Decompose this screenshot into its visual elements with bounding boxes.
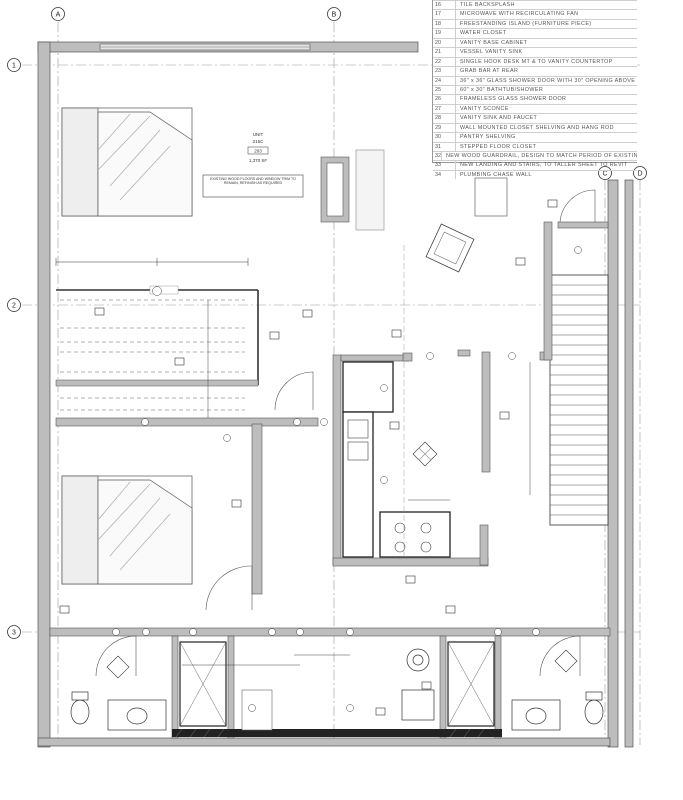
storage-box xyxy=(474,177,508,217)
dimension-lines xyxy=(182,300,531,666)
bed-south xyxy=(61,475,193,585)
closet-walls xyxy=(56,289,259,385)
grid-label-c: C xyxy=(602,171,607,178)
stair-door-swing xyxy=(559,189,596,223)
grid-label-a: A xyxy=(56,12,61,19)
room-name: UNIT xyxy=(253,132,264,137)
bath-door-swing-east xyxy=(539,635,581,677)
corridor-wall xyxy=(55,417,319,427)
closet-wall-lower xyxy=(55,379,259,387)
toilet-east xyxy=(584,691,604,725)
fixture-circle-tags xyxy=(112,246,582,712)
closet-dimension xyxy=(55,258,249,266)
grid-bubble-c xyxy=(598,166,612,180)
room-code: 215C xyxy=(253,139,265,144)
grid-bubble-b xyxy=(327,7,341,21)
shower-east xyxy=(447,641,495,727)
bath-door-swing-west xyxy=(95,635,137,677)
vanity-west xyxy=(107,699,167,731)
stair-landing-wall xyxy=(557,221,609,229)
cooktop xyxy=(394,522,432,553)
room-area: 1,370 SF xyxy=(249,158,268,163)
grid-bubble-d xyxy=(633,166,647,180)
shower-west xyxy=(179,641,227,727)
pantry-cabinet xyxy=(320,149,385,231)
closet-door-swing xyxy=(274,371,314,411)
armchair xyxy=(425,223,475,273)
vanity-east xyxy=(511,699,561,731)
bath-diamond-west xyxy=(106,655,130,679)
bedroom-wall xyxy=(251,423,263,595)
grid-label-3: 3 xyxy=(12,630,16,637)
toilet-west xyxy=(70,691,90,725)
stair-run xyxy=(549,274,609,526)
linen-cabinet xyxy=(241,689,273,731)
room-number: 203 xyxy=(254,149,262,154)
grid-label-2: 2 xyxy=(12,303,16,310)
stair-wall xyxy=(543,221,553,361)
plumbing-chase-hatch xyxy=(175,728,485,738)
bath-diamond-east xyxy=(554,649,578,673)
washer-dryer xyxy=(401,648,435,721)
grid-bubble-1 xyxy=(7,58,21,72)
grid-bubble-a xyxy=(51,7,65,21)
grid-bubble-2 xyxy=(7,298,21,312)
kitchen-counters xyxy=(342,361,451,558)
bath-wall-north xyxy=(49,627,611,637)
keynote-tags xyxy=(59,199,558,716)
bath-partitions xyxy=(171,635,502,739)
closet-shelving xyxy=(60,299,245,411)
grid-label-1: 1 xyxy=(12,63,16,70)
bed-north xyxy=(61,107,193,217)
room-tag: UNIT 215C 203 1,370 SF xyxy=(247,132,269,163)
floor-note: EXISTING WOOD FLOORS AND WINDOW TRIM TO … xyxy=(202,174,304,198)
floor-note-text: EXISTING WOOD FLOORS AND WINDOW TRIM TO … xyxy=(210,177,296,186)
grid-label-d: D xyxy=(637,171,642,178)
grid-bubble-3 xyxy=(7,625,21,639)
grid-label-b: B xyxy=(332,12,337,19)
bedroom-door-swing xyxy=(205,565,253,611)
plumbing-chase xyxy=(172,729,502,737)
kitchen-sink xyxy=(347,419,369,461)
island-symbol xyxy=(412,441,438,467)
closet-door-divider xyxy=(149,285,179,295)
